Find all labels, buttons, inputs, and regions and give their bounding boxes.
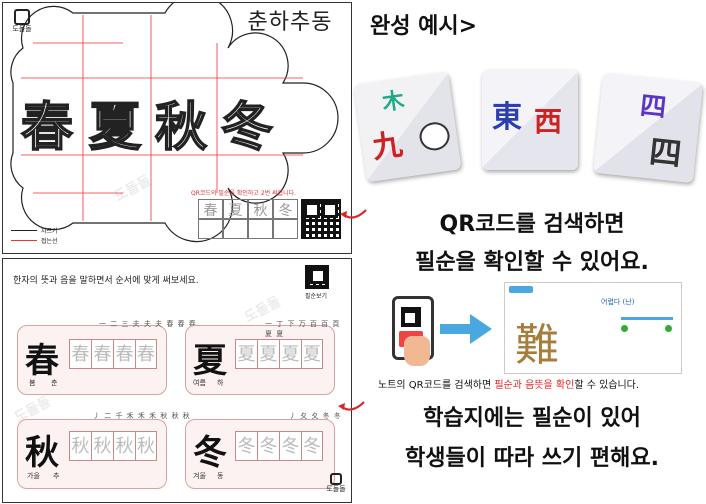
- note-highlight: 필순과 음뜻을 확인: [494, 380, 575, 391]
- app-plus-icon: [665, 325, 672, 332]
- grid-cell: 秋: [248, 199, 273, 219]
- reading-meaning: 여름: [193, 379, 206, 387]
- reading-sound: 동: [217, 472, 224, 480]
- small-qr-code: [305, 265, 329, 289]
- trace-cell: 夏: [257, 339, 279, 369]
- app-screenshot: 難 어렵다 (난): [504, 282, 682, 374]
- cube-example-3: 四 四: [593, 73, 703, 183]
- trace-row-winter: 冬 冬 冬 冬: [235, 431, 323, 461]
- caption-qr-line2: 필순을 확인할 수 있어요.: [415, 250, 649, 275]
- reading-sound: 춘: [51, 379, 58, 387]
- trace-cell: 秋: [69, 431, 91, 461]
- practice-instruction: 한자의 뜻과 음을 말하면서 순서에 맞게 써보세요.: [13, 276, 199, 286]
- app-meaning-label: 어렵다 (난): [601, 298, 635, 306]
- reading-meaning: 겨울: [193, 472, 206, 480]
- reading-sound: 추: [53, 472, 60, 480]
- cut-line-legend: [11, 230, 37, 231]
- cube-char: 九: [370, 127, 405, 166]
- caption-qr-line1: QR코드를 검색하면: [439, 212, 625, 237]
- trace-cell: 春: [135, 339, 157, 369]
- trace-cell: 春: [91, 339, 113, 369]
- app-tab: [509, 286, 533, 293]
- stroke-sequence: 一 丁 下 万 百 百 頁 夏 夏: [265, 320, 341, 338]
- cube-char: 東: [492, 100, 522, 135]
- trace-cell: 秋: [113, 431, 135, 461]
- cube-char: 木: [380, 87, 407, 117]
- phone-icon: [392, 296, 434, 360]
- hand-icon: [404, 336, 430, 366]
- hanja-winter: 冬: [220, 96, 274, 159]
- trace-cell: 冬: [235, 431, 257, 461]
- grid-cell: 夏: [223, 199, 248, 219]
- qr-code: [301, 199, 341, 239]
- hanja-autumn: 秋: [154, 96, 208, 159]
- caption-strokes-line1: 학습지에는 필순이 있어: [423, 406, 641, 431]
- reading-meaning: 봄: [29, 379, 36, 387]
- legend-cut-label: 자르기: [41, 228, 58, 235]
- grid-cell: [198, 219, 223, 239]
- small-empty-grid: [198, 219, 298, 239]
- trace-row-spring: 春 春 春 春: [69, 339, 157, 369]
- caption-strokes-line2: 학생들이 따라 쓰기 편해요.: [405, 446, 659, 471]
- legend-fold-label: 접는선: [41, 238, 58, 245]
- trace-cell: 夏: [279, 339, 301, 369]
- trace-row-autumn: 秋 秋 秋 秋: [69, 431, 157, 461]
- trace-cell: 秋: [91, 431, 113, 461]
- app-hanja: 難: [515, 320, 559, 371]
- trace-cell: 冬: [301, 431, 323, 461]
- hanja-spring: 春: [20, 96, 74, 159]
- qr-label: 필순보기: [305, 293, 328, 300]
- app-slider: [621, 317, 673, 320]
- trace-row-summer: 夏 夏 夏 夏: [235, 339, 323, 369]
- cube-char: 四: [638, 91, 668, 124]
- grid-cell: [273, 219, 298, 239]
- cube-char: 四: [647, 132, 684, 174]
- red-arrow-icon: [338, 401, 365, 411]
- trace-cell: 冬: [279, 431, 301, 461]
- qr-note: 노트의 QR코드를 검색하면 필순과 음뜻을 확인할 수 있습니다.: [378, 376, 639, 391]
- main-char-spring: 春: [25, 341, 59, 381]
- grid-cell: 春: [198, 199, 223, 219]
- grid-cell: 冬: [273, 199, 298, 219]
- grid-cell: [248, 219, 273, 239]
- trace-cell: 夏: [235, 339, 257, 369]
- note-prefix: 노트의 QR코드를 검색하면: [378, 380, 495, 391]
- stroke-sequence: 一 二 三 夫 夫 夫 春 春 春: [99, 320, 197, 328]
- cube-example-1: 九 木: [353, 71, 462, 183]
- grid-cell: [223, 219, 248, 239]
- hanja-summer: 夏: [88, 96, 142, 159]
- cube-char: 西: [534, 105, 563, 138]
- trace-cell: 春: [113, 339, 135, 369]
- main-char-autumn: 秋: [25, 433, 59, 473]
- app-plus-icon: [621, 325, 628, 332]
- stroke-sequence: 丿 夂 夂 冬 冬: [289, 412, 342, 420]
- trace-cell: 夏: [301, 339, 323, 369]
- dodoldol-logo: 도돌돌: [325, 473, 347, 499]
- qr-on-phone: [401, 307, 421, 327]
- qr-instruction: QR코드의 필순을 확인하고 2번 써봅니다.: [191, 190, 297, 197]
- fold-line-legend: [11, 240, 37, 241]
- blue-arrow-icon: [440, 314, 492, 344]
- example-heading: 완성 예시>: [370, 14, 478, 39]
- note-suffix: 할 수 있습니다.: [574, 380, 640, 391]
- trace-cell: 秋: [135, 431, 157, 461]
- stroke-sequence: 丿 二 千 禾 禾 禾 秋 秋 秋: [93, 412, 191, 420]
- trace-cell: 冬: [257, 431, 279, 461]
- red-arrow-icon: [340, 209, 367, 219]
- trace-cell: 春: [69, 339, 91, 369]
- practice-worksheet-panel: 한자의 뜻과 음을 말하면서 순서에 맞게 써보세요. 필순보기 一 二 三 夫…: [2, 258, 352, 503]
- cube-worksheet-panel: 도돌돌 춘하추동 春 夏 秋 冬 QR코드의 필순을 확인하고 2번 써봅니다.…: [2, 2, 352, 254]
- worksheet-title: 춘하추동: [247, 10, 333, 35]
- reading-sound: 하: [217, 379, 224, 387]
- small-practice-grid: 春 夏 秋 冬: [198, 199, 298, 219]
- cube-net-outline: [10, 3, 339, 243]
- cow-icon: [417, 120, 452, 153]
- reading-meaning: 가을: [27, 472, 40, 480]
- main-char-summer: 夏: [193, 341, 227, 381]
- cube-example-2: 東 西: [482, 70, 578, 170]
- main-char-winter: 冬: [193, 433, 227, 473]
